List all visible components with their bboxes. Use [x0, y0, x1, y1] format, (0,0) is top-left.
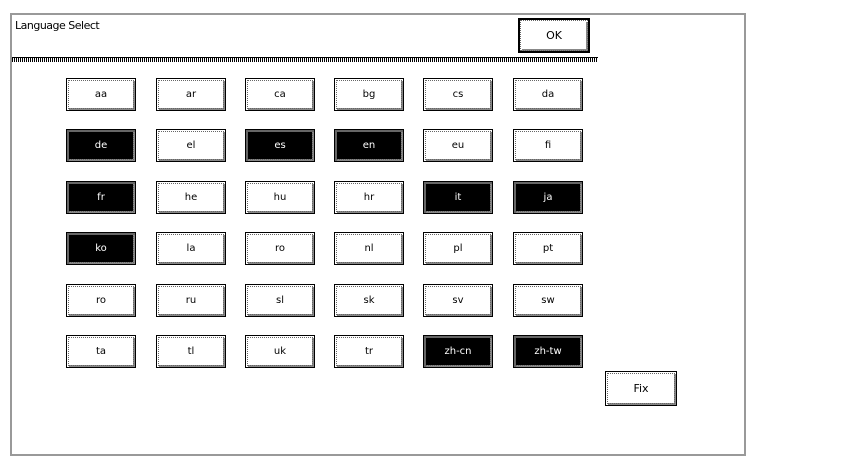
language-button-tr[interactable]: tr — [334, 335, 404, 368]
language-button-en[interactable]: en — [334, 129, 404, 162]
language-button-cs[interactable]: cs — [423, 78, 493, 111]
language-button-he[interactable]: he — [156, 181, 226, 214]
fix-button[interactable]: Fix — [605, 371, 677, 406]
language-button-sk[interactable]: sk — [334, 284, 404, 317]
language-button-hr[interactable]: hr — [334, 181, 404, 214]
language-button-ro[interactable]: ro — [66, 284, 136, 317]
language-button-nl[interactable]: nl — [334, 232, 404, 265]
ok-button[interactable]: OK — [518, 18, 590, 53]
language-button-bg[interactable]: bg — [334, 78, 404, 111]
language-button-sv[interactable]: sv — [423, 284, 493, 317]
panel-title: Language Select — [15, 19, 100, 32]
title-divider — [12, 57, 598, 62]
language-button-el[interactable]: el — [156, 129, 226, 162]
language-button-de[interactable]: de — [66, 129, 136, 162]
language-button-sl[interactable]: sl — [245, 284, 315, 317]
language-button-zh-cn[interactable]: zh-cn — [423, 335, 493, 368]
language-button-eu[interactable]: eu — [423, 129, 493, 162]
language-button-ro[interactable]: ro — [245, 232, 315, 265]
language-button-sw[interactable]: sw — [513, 284, 583, 317]
language-button-ko[interactable]: ko — [66, 232, 136, 265]
language-button-fi[interactable]: fi — [513, 129, 583, 162]
language-button-fr[interactable]: fr — [66, 181, 136, 214]
language-button-it[interactable]: it — [423, 181, 493, 214]
language-button-ar[interactable]: ar — [156, 78, 226, 111]
language-button-pt[interactable]: pt — [513, 232, 583, 265]
language-button-aa[interactable]: aa — [66, 78, 136, 111]
language-button-hu[interactable]: hu — [245, 181, 315, 214]
language-button-ta[interactable]: ta — [66, 335, 136, 368]
language-button-tl[interactable]: tl — [156, 335, 226, 368]
language-button-pl[interactable]: pl — [423, 232, 493, 265]
language-button-ja[interactable]: ja — [513, 181, 583, 214]
language-button-ca[interactable]: ca — [245, 78, 315, 111]
language-button-la[interactable]: la — [156, 232, 226, 265]
language-button-uk[interactable]: uk — [245, 335, 315, 368]
language-button-ru[interactable]: ru — [156, 284, 226, 317]
language-button-da[interactable]: da — [513, 78, 583, 111]
language-button-zh-tw[interactable]: zh-tw — [513, 335, 583, 368]
language-button-es[interactable]: es — [245, 129, 315, 162]
